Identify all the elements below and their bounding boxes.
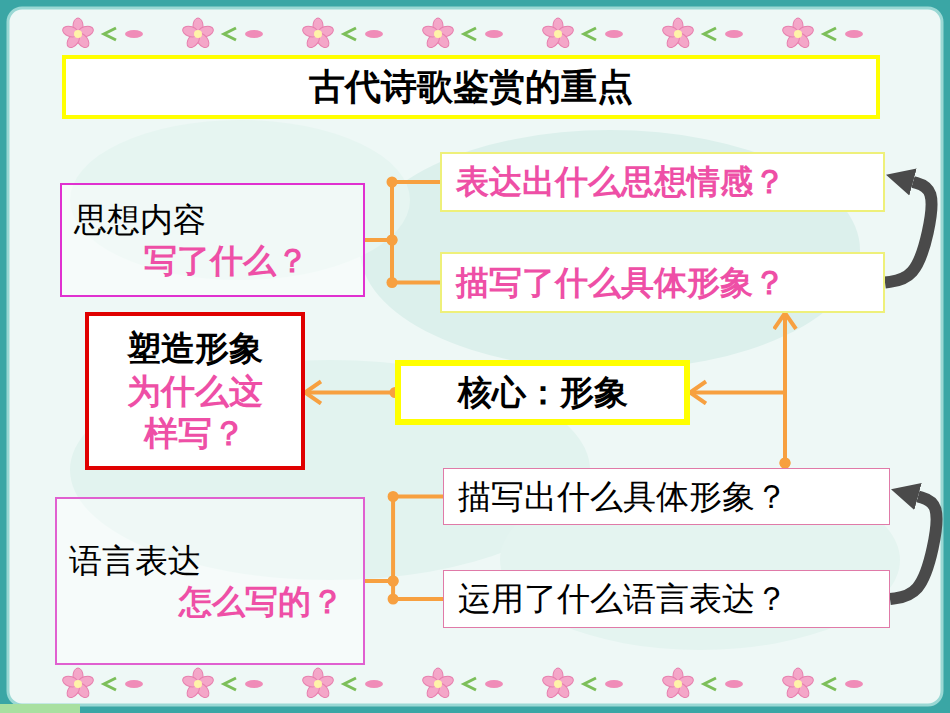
text-box: 描写了什么具体形象？ — [440, 252, 885, 313]
text-box: 塑造形象为什么这样写？ — [85, 312, 305, 470]
text-box: 语言表达怎么写的？ — [55, 497, 365, 665]
curved-arrow — [885, 182, 932, 283]
flower — [61, 668, 143, 700]
text-box: 运用了什么语言表达？ — [443, 570, 890, 628]
connector-line — [690, 393, 785, 464]
flower — [541, 668, 623, 700]
flower — [541, 18, 623, 50]
box-text: 语言表达 — [69, 540, 351, 581]
box-text: 核心：形象 — [458, 371, 628, 414]
flower-border-top — [61, 18, 863, 50]
connector-line — [305, 391, 395, 395]
flower — [181, 668, 263, 700]
curved-arrow — [890, 497, 937, 600]
flower — [421, 18, 503, 50]
flower — [781, 668, 863, 700]
connector-line — [365, 182, 440, 240]
slide-title: 古代诗歌鉴赏的重点 — [62, 55, 880, 119]
connector-line — [365, 497, 443, 582]
panel — [8, 8, 942, 705]
connector-line — [365, 240, 440, 283]
box-text: 运用了什么语言表达？ — [458, 578, 875, 619]
flower — [661, 18, 743, 50]
text-box: 描写出什么具体形象？ — [443, 468, 890, 525]
flower — [421, 668, 503, 700]
box-text: 写了什么？ — [144, 240, 351, 281]
corner-strip — [0, 704, 80, 713]
flower — [181, 18, 263, 50]
box-text: 怎么写的？ — [179, 581, 351, 622]
flower-border-bottom — [61, 668, 863, 700]
flower — [301, 668, 383, 700]
box-text: 描写出什么具体形象？ — [458, 476, 875, 517]
box-text: 为什么这样写？ — [124, 370, 267, 455]
flower — [661, 668, 743, 700]
box-text: 思想内容 — [74, 199, 351, 240]
connector-line — [365, 581, 443, 599]
box-text: 塑造形象 — [127, 327, 263, 370]
text-box: 思想内容写了什么？ — [60, 183, 365, 297]
box-text: 描写了什么具体形象？ — [456, 262, 869, 303]
flower — [301, 18, 383, 50]
flower — [61, 18, 143, 50]
text-box: 表达出什么思想情感？ — [440, 152, 885, 212]
flower — [781, 18, 863, 50]
box-text: 表达出什么思想情感？ — [456, 161, 869, 202]
text-box: 核心：形象 — [395, 360, 690, 425]
